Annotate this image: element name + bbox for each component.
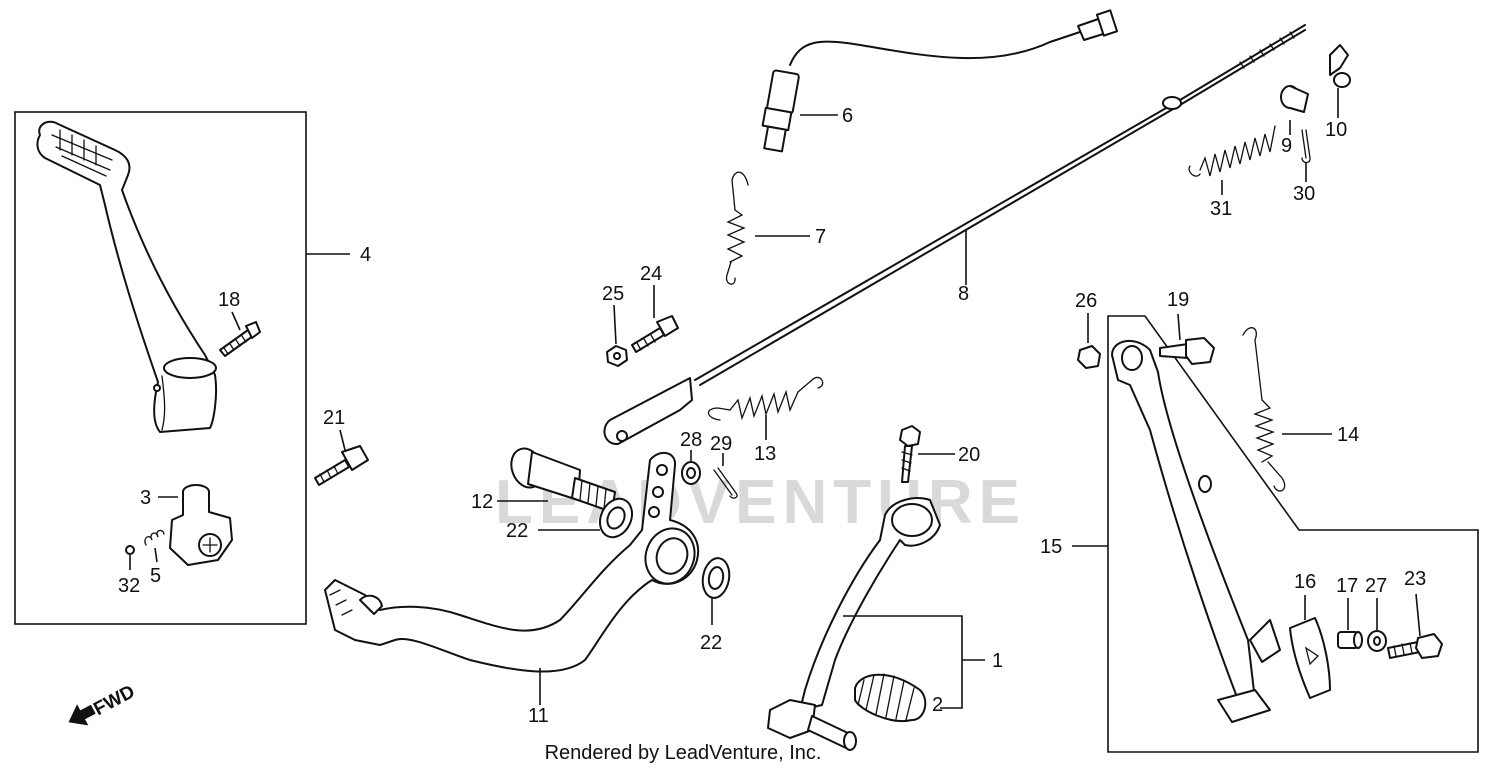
callout-13: 13 xyxy=(754,443,776,465)
callout-30: 30 xyxy=(1293,183,1315,205)
callout-6: 6 xyxy=(842,105,853,127)
rubber-16 xyxy=(1289,617,1331,699)
seal-22-upper xyxy=(598,497,634,539)
spring-14 xyxy=(1242,327,1286,492)
forward-direction-label: FWD xyxy=(90,681,138,720)
spring-13 xyxy=(707,376,824,421)
kickstarter-group-box xyxy=(14,111,307,625)
callout-24: 24 xyxy=(640,263,662,285)
callout-3: 3 xyxy=(140,487,151,509)
callout-9: 9 xyxy=(1281,135,1292,157)
callout-14: 14 xyxy=(1337,424,1359,446)
callout-labels: 1 2 3 4 5 6 7 8 9 10 11 12 13 14 15 16 1… xyxy=(118,105,1426,727)
bolt-21 xyxy=(314,445,369,486)
joint-9 xyxy=(1280,85,1309,113)
cotter-pin-30 xyxy=(1301,129,1311,164)
change-pedal-1 xyxy=(767,497,941,751)
nut-25 xyxy=(606,345,628,367)
callout-19: 19 xyxy=(1167,289,1189,311)
callout-21: 21 xyxy=(323,407,345,429)
spring-5 xyxy=(144,529,165,546)
kickstarter-arm xyxy=(36,120,218,433)
side-stand-group-box xyxy=(1107,315,1479,753)
cotter-pin-29 xyxy=(713,467,738,499)
collar-17 xyxy=(1337,631,1363,649)
switch-cable xyxy=(789,9,1119,66)
switch-6 xyxy=(761,69,800,153)
callout-27: 27 xyxy=(1365,575,1387,597)
forward-direction-arrow: FWD xyxy=(68,681,138,726)
callout-22a: 22 xyxy=(506,520,528,542)
render-credit: Rendered by LeadVenture, Inc. xyxy=(544,742,822,764)
nut-10 xyxy=(1329,44,1351,88)
callout-32: 32 xyxy=(118,575,140,597)
spring-7 xyxy=(725,171,749,285)
callout-11: 11 xyxy=(528,705,549,727)
spring-31 xyxy=(1188,125,1276,177)
callout-23: 23 xyxy=(1404,568,1426,590)
bolt-19 xyxy=(1159,337,1215,365)
kick-arm-joint xyxy=(169,484,233,566)
callout-15: 15 xyxy=(1040,536,1062,558)
callout-8: 8 xyxy=(958,283,969,305)
bolt-23 xyxy=(1387,633,1443,659)
bolt-20 xyxy=(899,425,921,483)
callout-4: 4 xyxy=(360,244,371,266)
pedal-rubber-2 xyxy=(854,673,927,722)
callout-5: 5 xyxy=(150,565,161,587)
callout-17: 17 xyxy=(1336,575,1358,597)
callout-18: 18 xyxy=(218,289,240,311)
callout-22b: 22 xyxy=(700,632,722,654)
callout-29: 29 xyxy=(710,433,732,455)
bolt-24 xyxy=(631,315,679,353)
callout-7: 7 xyxy=(815,226,826,248)
bolt-18 xyxy=(219,321,261,357)
callout-2: 2 xyxy=(932,694,943,716)
callout-28: 28 xyxy=(680,429,702,451)
side-stand-15 xyxy=(1111,340,1281,723)
brake-rod-8 xyxy=(603,24,1306,446)
callout-31: 31 xyxy=(1210,198,1232,220)
callout-26: 26 xyxy=(1075,290,1097,312)
seal-22-lower xyxy=(701,557,731,599)
washer-27 xyxy=(1367,630,1387,652)
callout-12: 12 xyxy=(471,491,493,513)
callout-16: 16 xyxy=(1294,571,1316,593)
callout-1: 1 xyxy=(992,650,1003,672)
callout-25: 25 xyxy=(602,283,624,305)
nut-26 xyxy=(1077,345,1101,369)
callout-10: 10 xyxy=(1325,119,1347,141)
brake-pedal-11 xyxy=(324,451,700,673)
ball-32 xyxy=(125,545,135,555)
callout-20: 20 xyxy=(958,444,980,466)
